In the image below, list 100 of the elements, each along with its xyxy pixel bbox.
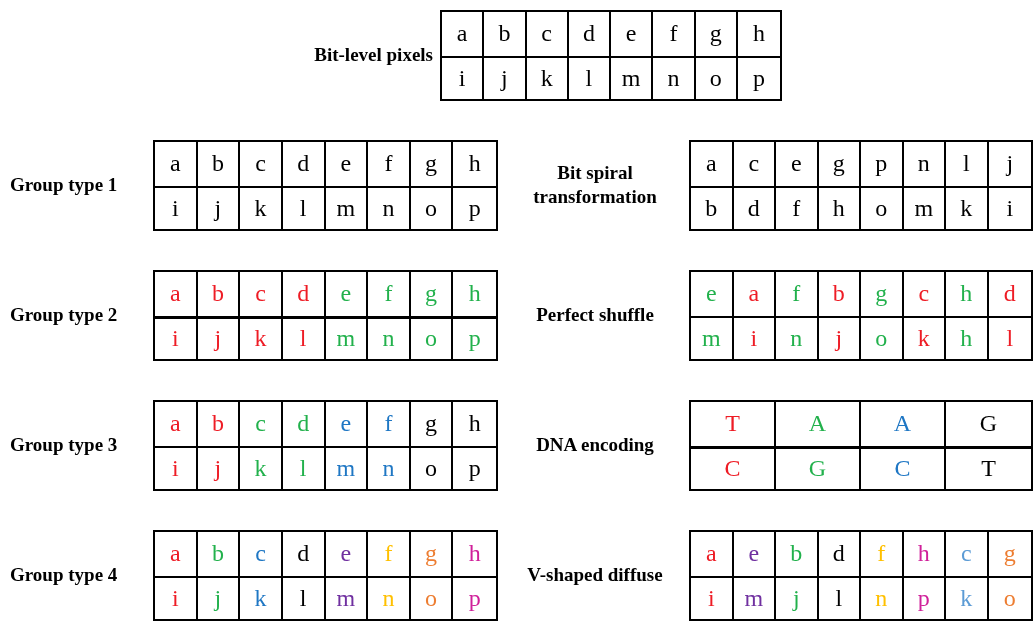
table-cell: o [988, 575, 1031, 619]
table-cell-text: h [467, 539, 482, 569]
table-cell: m [325, 575, 369, 619]
table-cell: l [282, 315, 326, 359]
table-cell: j [776, 575, 819, 619]
table-cell: f [776, 185, 819, 229]
table-cell: g [861, 272, 904, 316]
table-cell: o [410, 185, 454, 229]
table-cell: b [197, 272, 241, 316]
table-cell: o [695, 55, 738, 99]
row-label: Group type 1 [10, 173, 119, 197]
table-cell: g [695, 12, 738, 56]
table-cell: e [733, 532, 776, 576]
table-cell: c [733, 142, 776, 186]
table-cell: a [155, 142, 198, 186]
table-cell: a [691, 532, 734, 576]
table-cell: h [946, 315, 989, 359]
table-cell: k [240, 445, 283, 489]
table-cell: j [197, 575, 241, 619]
table-cell: A [776, 402, 861, 446]
table-cell: k [240, 315, 283, 359]
table-cell: b [197, 402, 241, 446]
table-cell: f [368, 142, 411, 186]
table-cell: T [691, 402, 776, 446]
table-cell: k [240, 185, 283, 229]
table-cell: m [611, 55, 654, 99]
table-cell: i [155, 315, 198, 359]
table-cell: n [368, 185, 411, 229]
table-cell: b [818, 272, 861, 316]
table-cell: c [240, 532, 283, 576]
table-cell: k [903, 315, 946, 359]
row-label: Bit-level pixels [313, 43, 433, 67]
table-cell: p [453, 185, 496, 229]
table-cell: i [733, 315, 776, 359]
table-cell: f [368, 532, 411, 576]
table-cell: a [691, 142, 734, 186]
table-cell: m [691, 315, 734, 359]
table-cell: d [282, 402, 326, 446]
table-cell: b [691, 185, 734, 229]
table-cell: n [776, 315, 819, 359]
table-cell: m [325, 445, 369, 489]
table-cell-text: h [751, 19, 766, 49]
table-cell: A [861, 402, 946, 446]
table-cell-text: h [467, 409, 482, 439]
table-cell: p [861, 142, 904, 186]
table-cell: j [197, 445, 241, 489]
table-cell: g [410, 272, 454, 316]
table-cell: o [410, 315, 454, 359]
table-cell: o [861, 315, 904, 359]
table-cell: c [903, 272, 946, 316]
table-cell: g [410, 142, 454, 186]
table-cell: c [240, 142, 283, 186]
table-cell-text: h [467, 279, 482, 309]
table-cell: l [818, 575, 861, 619]
table-cell-text: g [1002, 539, 1017, 569]
table-cell: l [946, 142, 989, 186]
table-cell: l [988, 315, 1031, 359]
table-cell: o [861, 185, 904, 229]
table-cell: p [903, 575, 946, 619]
table-cell: i [988, 185, 1031, 229]
table-cell: k [526, 55, 569, 99]
table-cell: G [776, 445, 861, 489]
table-cell: n [368, 575, 411, 619]
table-cell: d [568, 12, 611, 56]
table-cell: c [526, 12, 569, 56]
table-cell: n [903, 142, 946, 186]
row-label: Group type 3 [10, 433, 119, 457]
table-cell: l [282, 185, 326, 229]
table-cell: c [240, 272, 283, 316]
row-label: V-shaped diffuse [526, 563, 664, 587]
table-cell: C [861, 445, 946, 489]
table-cell: i [155, 445, 198, 489]
table-cell: a [442, 12, 485, 56]
table-cell: n [368, 445, 411, 489]
row-label: Bit spiral transformation [532, 161, 658, 209]
table-cell: n [861, 575, 904, 619]
table-cell: e [325, 532, 369, 576]
table-cell: e [325, 272, 369, 316]
table-cell: l [282, 575, 326, 619]
table-cell: b [197, 532, 241, 576]
table-cell: k [240, 575, 283, 619]
table-cell: f [861, 532, 904, 576]
table-cell: m [325, 315, 369, 359]
table-cell: p [453, 575, 496, 619]
table-cell: a [155, 272, 198, 316]
table-cell: d [818, 532, 861, 576]
table-cell: e [325, 402, 369, 446]
table-cell-text: h [467, 149, 482, 179]
table-cell: i [155, 575, 198, 619]
row-label: Perfect shuffle [535, 303, 655, 327]
table-cell: h [818, 185, 861, 229]
table-cell: d [282, 142, 326, 186]
table-cell: h [946, 272, 989, 316]
table-cell: a [155, 402, 198, 446]
table-cell: n [653, 55, 696, 99]
table-cell: e [325, 142, 369, 186]
table-cell: e [611, 12, 654, 56]
table-cell: j [197, 185, 241, 229]
row-label: Group type 2 [10, 303, 119, 327]
table-cell: f [653, 12, 696, 56]
